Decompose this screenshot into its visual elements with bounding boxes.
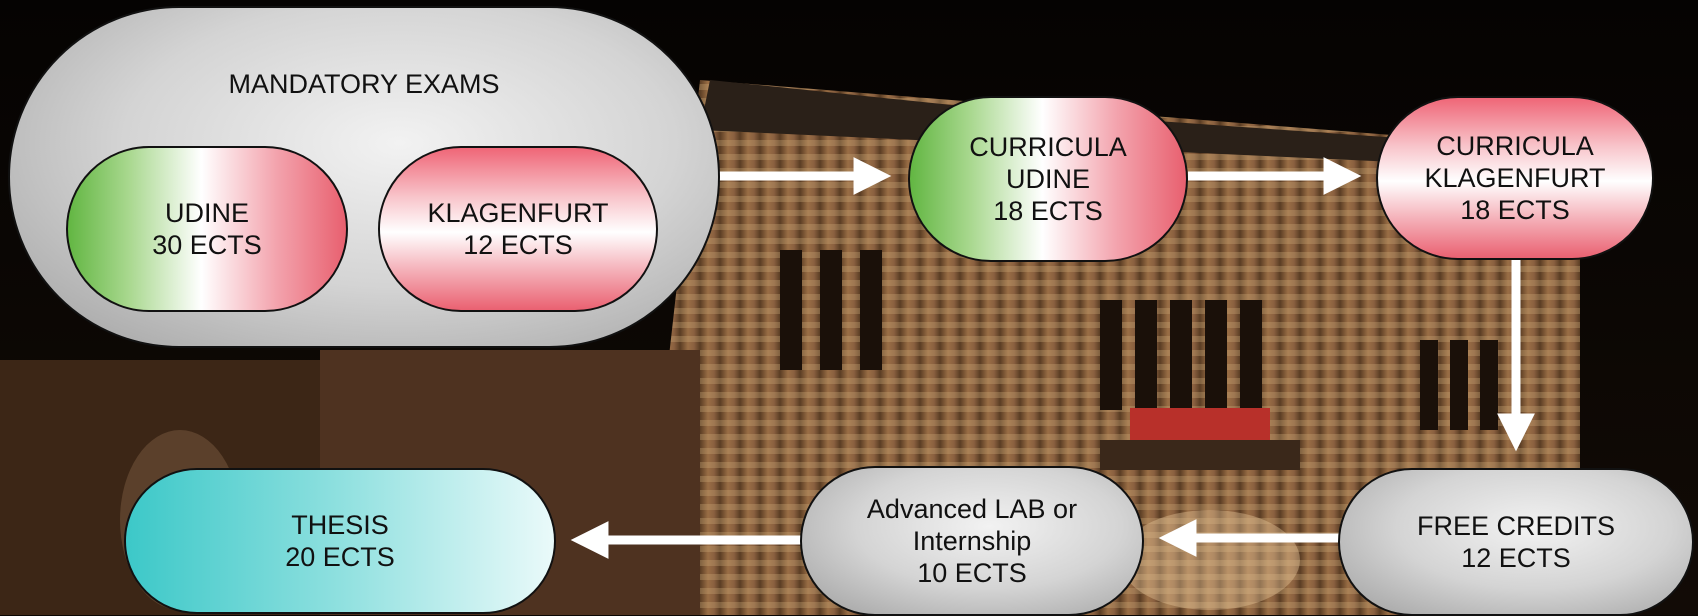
klagenfurt-ects: 12 ECTS [463, 230, 573, 260]
udine-box: UDINE 30 ECTS [66, 146, 348, 312]
curricula-klagenfurt-box: CURRICULA KLAGENFURT 18 ECTS [1376, 96, 1654, 260]
curricula-udine-ects: 18 ECTS [993, 196, 1103, 226]
free-credits-box: FREE CREDITS 12 ECTS [1338, 468, 1694, 616]
klagenfurt-label: KLAGENFURT [427, 198, 609, 228]
advanced-lab-line1: Advanced LAB or [866, 494, 1078, 524]
thesis-box: THESIS 20 ECTS [124, 468, 556, 614]
udine-label: UDINE [164, 198, 249, 228]
curricula-udine-box: CURRICULA UDINE 18 ECTS [908, 96, 1188, 262]
klagenfurt-box: KLAGENFURT 12 ECTS [378, 146, 658, 312]
advanced-lab-ects: 10 ECTS [917, 558, 1027, 588]
curricula-udine-line1: CURRICULA [969, 132, 1127, 162]
free-credits-ects: 12 ECTS [1461, 543, 1571, 573]
udine-ects: 30 ECTS [152, 230, 262, 260]
mandatory-exams-title: MANDATORY EXAMS [228, 69, 500, 99]
thesis-ects: 20 ECTS [285, 542, 395, 572]
curricula-klagenfurt-line2: KLAGENFURT [1424, 163, 1606, 193]
curricula-udine-line2: UDINE [1005, 164, 1090, 194]
thesis-label: THESIS [291, 510, 389, 540]
advanced-lab-box: Advanced LAB or Internship 10 ECTS [800, 466, 1144, 616]
advanced-lab-line2: Internship [912, 526, 1032, 556]
free-credits-label: FREE CREDITS [1416, 511, 1616, 541]
curricula-klagenfurt-ects: 18 ECTS [1460, 195, 1570, 225]
curricula-klagenfurt-line1: CURRICULA [1436, 131, 1594, 161]
